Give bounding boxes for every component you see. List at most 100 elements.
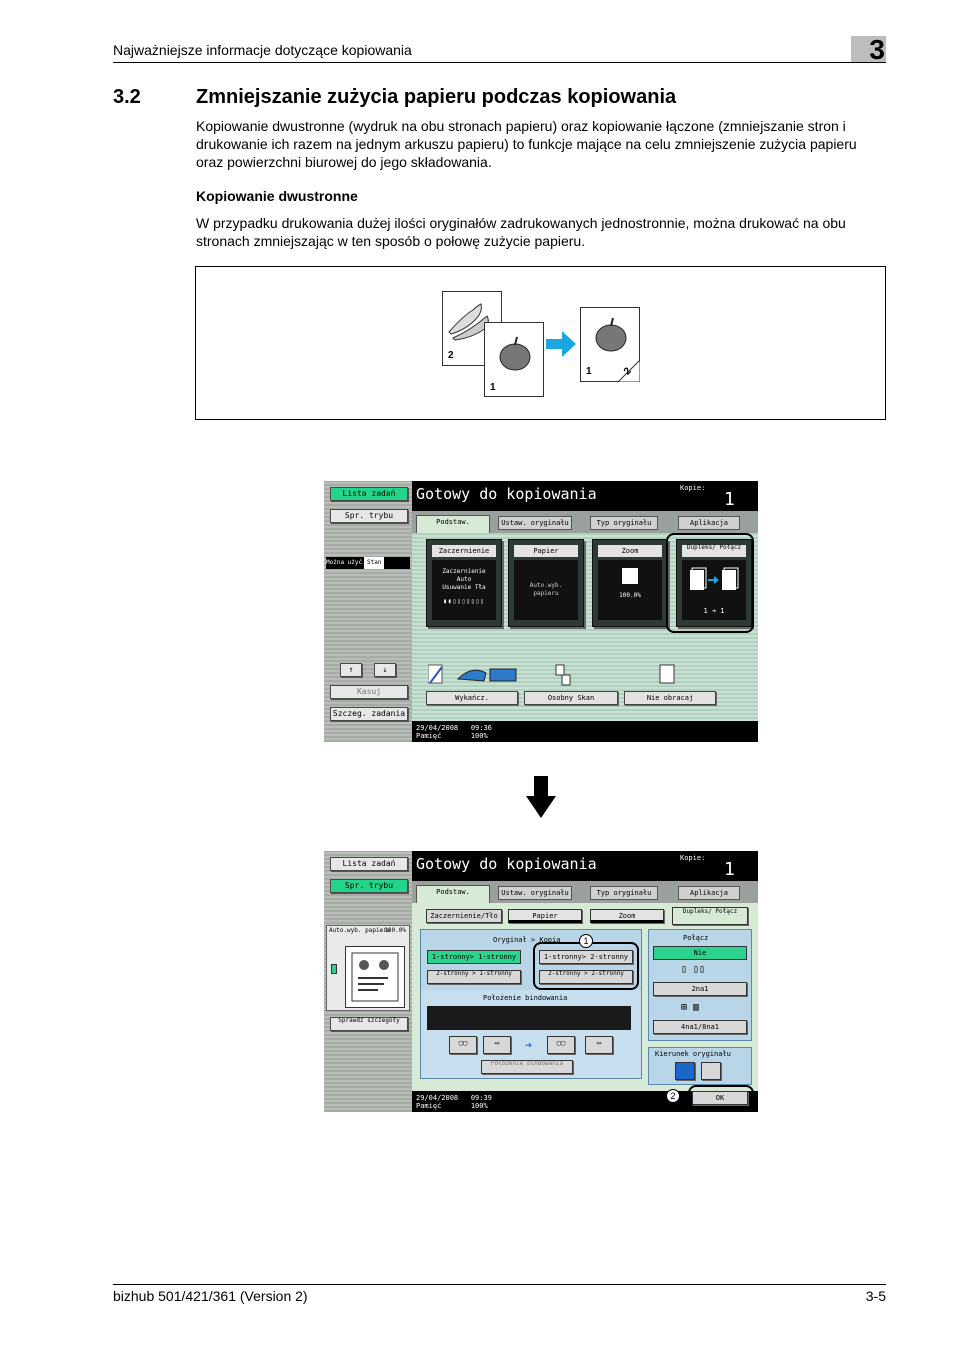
memory-label: Pamięć xyxy=(416,1102,442,1110)
density-value: Zaczernienie Auto Usuwanie Tła ▮▮▯▯▯▯▯▯▯ xyxy=(432,560,496,620)
left-panel: Lista zadań Spr. trybu Auto.wyb. papieru… xyxy=(324,851,412,1112)
tab-original-settings[interactable]: Ustaw. oryginału xyxy=(498,886,572,900)
memory-value: 100% xyxy=(470,732,488,740)
state-label: Stan xyxy=(364,557,385,569)
density-label: Zaczernienie xyxy=(432,545,496,557)
subtab-density[interactable]: Zaczernienie/Tło xyxy=(426,909,502,923)
original-copy-area: Oryginał > Kopia 1-stronny> 1-stronny 1-… xyxy=(420,929,642,1079)
binding-out-top-button[interactable]: ▭ xyxy=(585,1036,613,1054)
memory-status-bar: Można użyć. Stan xyxy=(326,557,410,569)
copies-label: Kopie: xyxy=(680,484,706,492)
duplex-pages-icon xyxy=(690,567,739,590)
status-date: 29/04/2008 xyxy=(416,724,459,732)
option-1-2[interactable]: 1-stronny> 2-stronny xyxy=(539,950,633,964)
orientation-label: Kierunek oryginału xyxy=(655,1050,731,1058)
status-time: 09:39 xyxy=(470,1094,492,1102)
available-label: Można użyć. xyxy=(326,559,366,566)
subheading: Kopiowanie dwustronne xyxy=(196,188,358,204)
check-mode-button[interactable]: Spr. trybu xyxy=(330,879,408,893)
original-page-back: 2 xyxy=(442,291,502,366)
binding-left-button[interactable]: ▢▢ xyxy=(449,1036,477,1054)
preview-panel: Auto.wyb. papieru 100.0% xyxy=(326,925,410,1011)
zoom-button[interactable]: Zoom 100.0% xyxy=(592,539,668,627)
scroll-up-button[interactable]: ↑ xyxy=(340,663,362,677)
copies-count: 1 xyxy=(724,489,735,510)
status-bar: 29/04/2008 09:36 Pamięć 100% xyxy=(412,721,758,742)
combine-no-button[interactable]: Nie xyxy=(653,946,747,960)
check-mode-button[interactable]: Spr. trybu xyxy=(330,509,408,523)
binding-area: Położenie bindowania ▢▢ ▭ ➔ ▢▢ ▭ Położen… xyxy=(421,990,641,1078)
apple-icon xyxy=(499,336,531,371)
paper-value: Auto.wyb. papieru xyxy=(514,560,578,620)
duplex-illustration: 2 1 1 2 xyxy=(195,266,886,420)
subtab-paper[interactable]: Papier xyxy=(508,909,582,923)
apple-icon xyxy=(595,317,627,352)
arrow-icon: ➔ xyxy=(525,1038,533,1052)
tab-original-type[interactable]: Typ oryginału xyxy=(590,516,658,530)
duplex-value: 1 ➔ 1 xyxy=(682,560,746,620)
combine-area: Połącz Nie ▯ ▯▯ 2na1 ⊞ ▥ 4na1/8na1 xyxy=(648,929,752,1041)
orientation-portrait-button[interactable] xyxy=(675,1062,695,1080)
body-paragraph: W przypadku drukowania dużej ilości oryg… xyxy=(196,215,846,249)
two-up-icon: ▯ ▯▯ xyxy=(681,964,706,975)
tab-original-settings[interactable]: Ustaw. oryginału xyxy=(498,516,572,530)
tab-application[interactable]: Aplikacja xyxy=(678,886,740,900)
callout-2: 2 xyxy=(666,1089,680,1103)
no-rotate-icon xyxy=(659,664,675,684)
tab-bar: Podstaw. Ustaw. oryginału Typ oryginału … xyxy=(412,511,758,533)
chapter-tab xyxy=(851,36,886,63)
highlight-duplex xyxy=(666,533,754,633)
job-list-button[interactable]: Lista zadań xyxy=(330,857,408,871)
option-2-2[interactable]: 2-stronny > 2-stronny xyxy=(539,970,633,984)
option-2-1[interactable]: 2-stronny > 1-stronny xyxy=(427,970,521,984)
binding-display xyxy=(427,1006,631,1030)
binding-top-button[interactable]: ▭ xyxy=(483,1036,511,1054)
left-panel: Lista zadań Spr. trybu Można użyć. Stan … xyxy=(324,481,412,742)
orientation-landscape-button[interactable] xyxy=(701,1062,721,1080)
four-up-icon: ⊞ ▥ xyxy=(681,1002,700,1013)
preview-paper: Auto.wyb. papieru 100.0% xyxy=(329,927,406,934)
subtab-zoom[interactable]: Zoom xyxy=(590,909,664,923)
orientation-area: Kierunek oryginału xyxy=(648,1047,752,1085)
basic-panel: Zaczernienie Zaczernienie Auto Usuwanie … xyxy=(412,533,758,721)
tab-basic[interactable]: Podstaw. xyxy=(416,885,490,903)
copies-label: Kopie: xyxy=(680,854,706,862)
footer-rule xyxy=(113,1284,886,1285)
binding-position-button[interactable]: Położenie bindowania xyxy=(481,1060,573,1074)
title-bar: Gotowy do kopiowania Kopie: 1 xyxy=(412,851,758,881)
section-title: Zmniejszanie zużycia papieru podczas kop… xyxy=(196,86,677,108)
footer-product: bizhub 501/421/361 (Version 2) xyxy=(113,1288,308,1304)
option-1-1[interactable]: 1-stronny> 1-stronny xyxy=(427,950,521,964)
binding-out-left-button[interactable]: ▢▢ xyxy=(547,1036,575,1054)
tab-basic[interactable]: Podstaw. xyxy=(416,515,490,533)
paper-button[interactable]: Papier Auto.wyb. papieru xyxy=(508,539,584,627)
original-page-front: 1 xyxy=(484,322,544,397)
ok-button[interactable]: OK xyxy=(692,1091,748,1105)
footer-page-number: 3-5 xyxy=(865,1288,886,1304)
callout-1: 1 xyxy=(579,934,593,948)
job-details-button[interactable]: Szczeg. zadania xyxy=(330,707,408,721)
finishing-button[interactable]: Wykańcz. xyxy=(426,691,518,705)
tab-application[interactable]: Aplikacja xyxy=(678,516,740,530)
combine-2in1-button[interactable]: 2na1 xyxy=(653,982,747,996)
separate-scan-button[interactable]: Osobny Skan xyxy=(524,691,618,705)
status-date: 29/04/2008 xyxy=(416,1094,459,1102)
duplex-combine-button[interactable]: Dupleks/ Połącz 1 ➔ 1 xyxy=(676,539,752,627)
status-time: 09:36 xyxy=(470,724,492,732)
duplex-output-page: 1 2 xyxy=(580,307,640,382)
combine-label: Połącz xyxy=(683,934,709,942)
density-button[interactable]: Zaczernienie Zaczernienie Auto Usuwanie … xyxy=(426,539,502,627)
copies-count: 1 xyxy=(724,859,735,880)
tab-original-type[interactable]: Typ oryginału xyxy=(590,886,658,900)
delete-button[interactable]: Kasuj xyxy=(330,685,408,699)
preview-document-icon xyxy=(351,952,399,1002)
no-rotate-button[interactable]: Nie obracaj xyxy=(624,691,716,705)
zoom-value: 100.0% xyxy=(598,560,662,620)
scroll-down-button[interactable]: ↓ xyxy=(374,663,396,677)
check-details-button[interactable]: Sprawdz szczegóły xyxy=(330,1017,408,1031)
job-list-button[interactable]: Lista zadań xyxy=(330,487,408,501)
subtab-duplex[interactable]: Dupleks/ Połącz xyxy=(672,907,748,925)
copier-screen-basic: Lista zadań Spr. trybu Można użyć. Stan … xyxy=(324,481,758,742)
page-number-2: 2 xyxy=(448,350,454,361)
combine-4in1-button[interactable]: 4na1/8na1 xyxy=(653,1020,747,1034)
